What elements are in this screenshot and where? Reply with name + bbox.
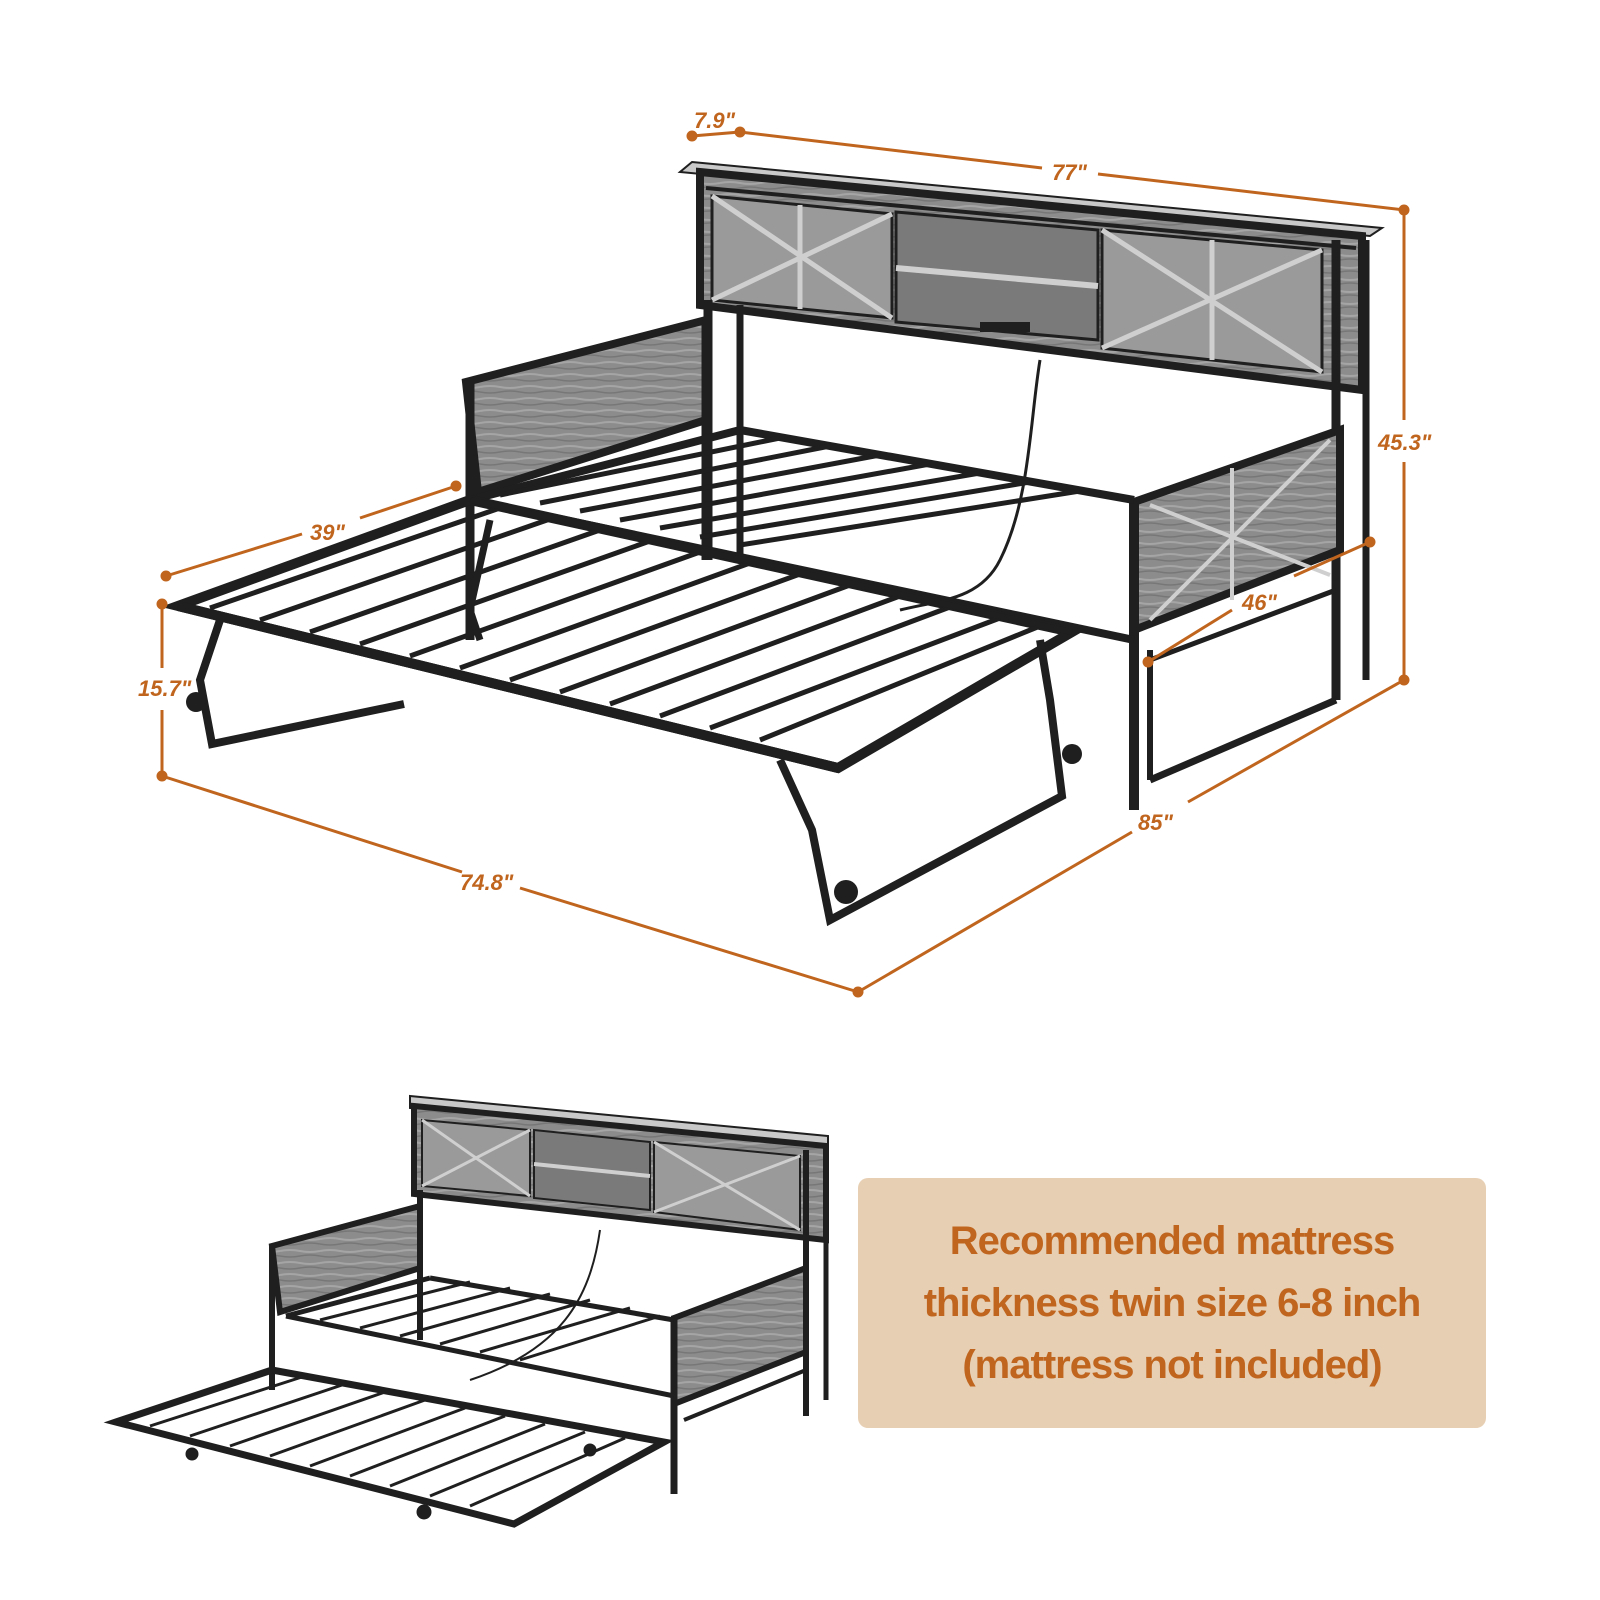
- note-line-2: thickness twin size 6-8 inch: [923, 1281, 1422, 1325]
- right-barn-door: [1100, 227, 1324, 375]
- note-line-1: Recommended mattress: [949, 1219, 1396, 1263]
- dim-trundle-height: 15.7": [138, 676, 192, 701]
- dim-headboard-depth: 7.9": [694, 108, 736, 133]
- dimension-labels: 7.9" 77" 45.3" 39" 46" 15.7" 85" 74.8": [138, 108, 1432, 895]
- middle-shelf: [894, 210, 1100, 342]
- dim-trundle-width: 39": [310, 520, 345, 545]
- mattress-note: Recommended mattress thickness twin size…: [858, 1178, 1486, 1428]
- right-armrest: [1129, 424, 1344, 810]
- wheel-icon: [1062, 744, 1082, 764]
- wheel-icon: [186, 692, 206, 712]
- dimension-lines: [156, 126, 1410, 998]
- trundle-frame: [160, 494, 1086, 927]
- dim-total-depth: 85": [1138, 810, 1173, 835]
- dim-bed-width: 46": [1241, 590, 1277, 615]
- left-barn-door: [710, 193, 894, 321]
- mattress-note-text: Recommended mattress thickness twin size…: [923, 1210, 1422, 1396]
- dim-bed-length: 77": [1052, 160, 1087, 185]
- dim-height: 45.3": [1377, 430, 1432, 455]
- note-line-3: (mattress not included): [962, 1343, 1382, 1387]
- main-daybed: [160, 160, 1385, 927]
- dim-trundle-length: 74.8": [460, 870, 514, 895]
- small-daybed: [103, 1094, 829, 1528]
- wheel-icon: [834, 880, 858, 904]
